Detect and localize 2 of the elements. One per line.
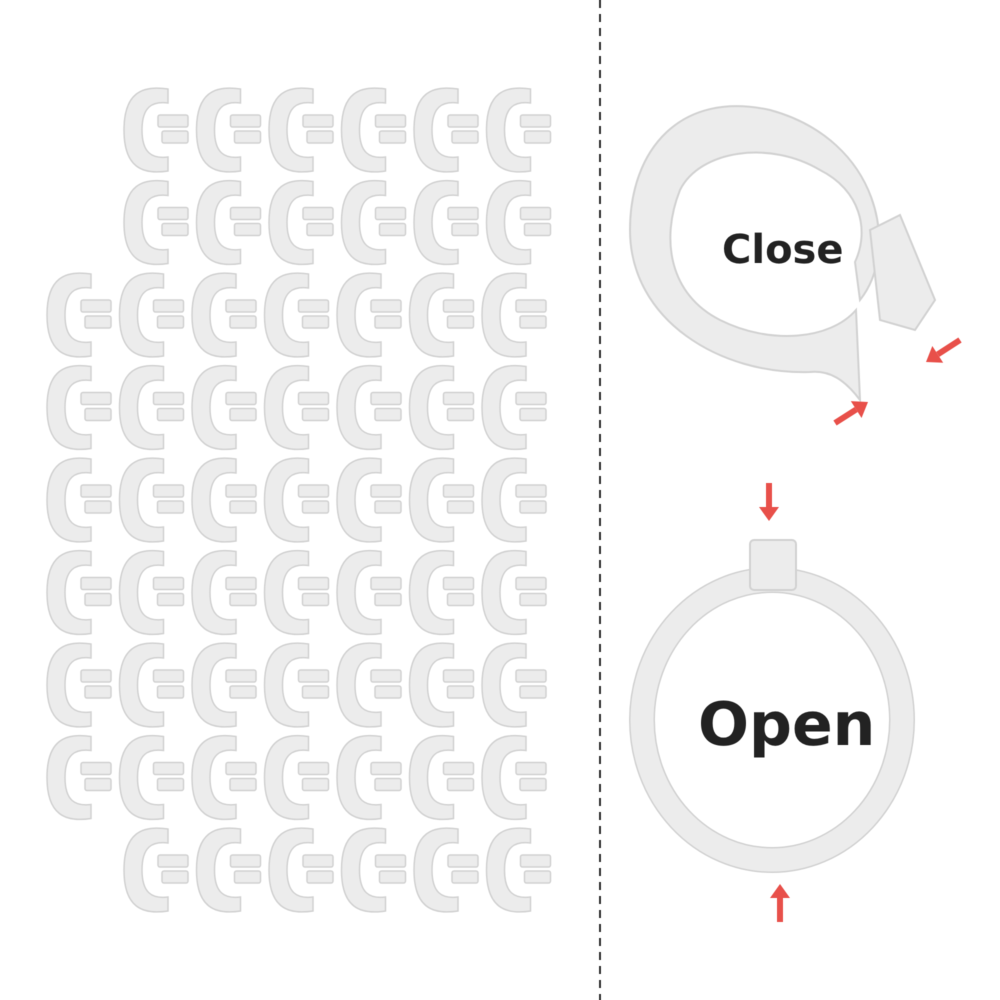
- open-label: Open: [698, 695, 876, 755]
- close-label: Close: [722, 230, 844, 270]
